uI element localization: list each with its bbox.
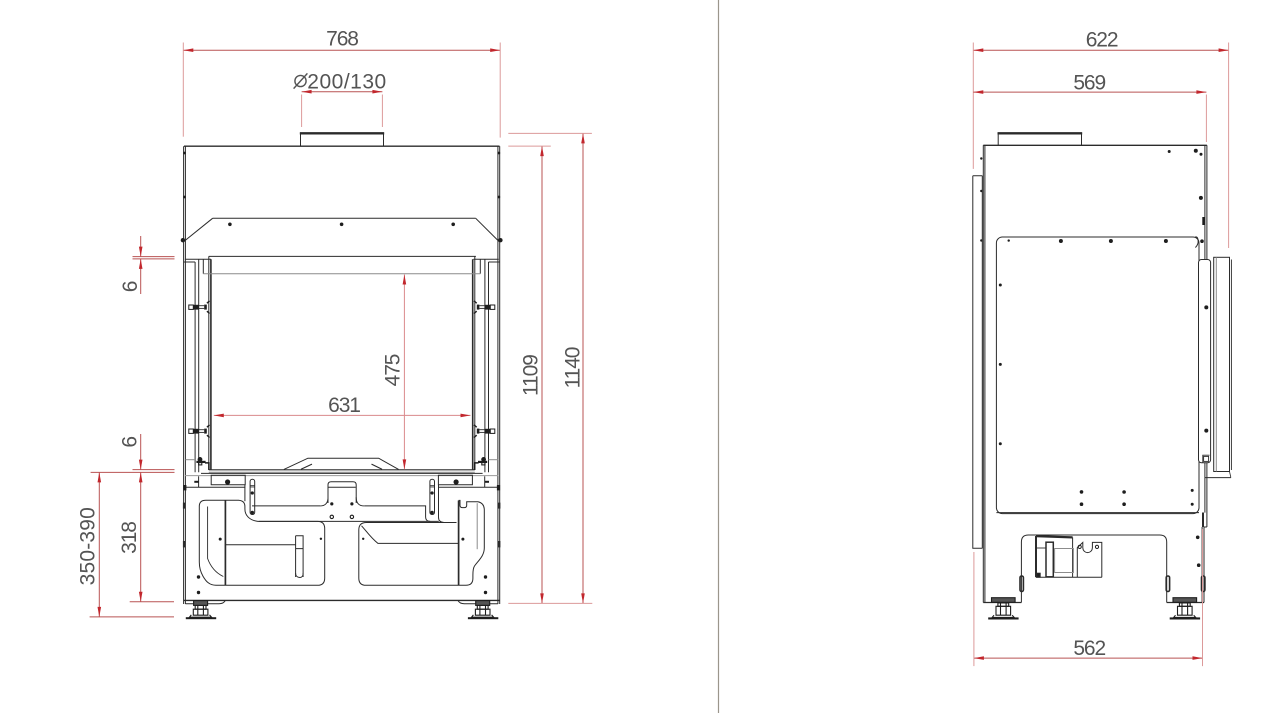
svg-text:350-390: 350-390 bbox=[76, 507, 99, 585]
svg-text:200/130: 200/130 bbox=[307, 70, 386, 93]
svg-text:1109: 1109 bbox=[519, 355, 542, 396]
svg-text:6: 6 bbox=[118, 437, 141, 448]
svg-text:768: 768 bbox=[326, 28, 358, 51]
svg-text:6: 6 bbox=[119, 281, 142, 292]
svg-text:562: 562 bbox=[1073, 637, 1105, 660]
svg-text:1140: 1140 bbox=[561, 347, 584, 388]
svg-text:631: 631 bbox=[328, 394, 360, 417]
svg-text:569: 569 bbox=[1073, 71, 1105, 94]
svg-text:475: 475 bbox=[382, 354, 405, 386]
svg-text:622: 622 bbox=[1086, 28, 1118, 51]
svg-text:318: 318 bbox=[118, 522, 141, 554]
